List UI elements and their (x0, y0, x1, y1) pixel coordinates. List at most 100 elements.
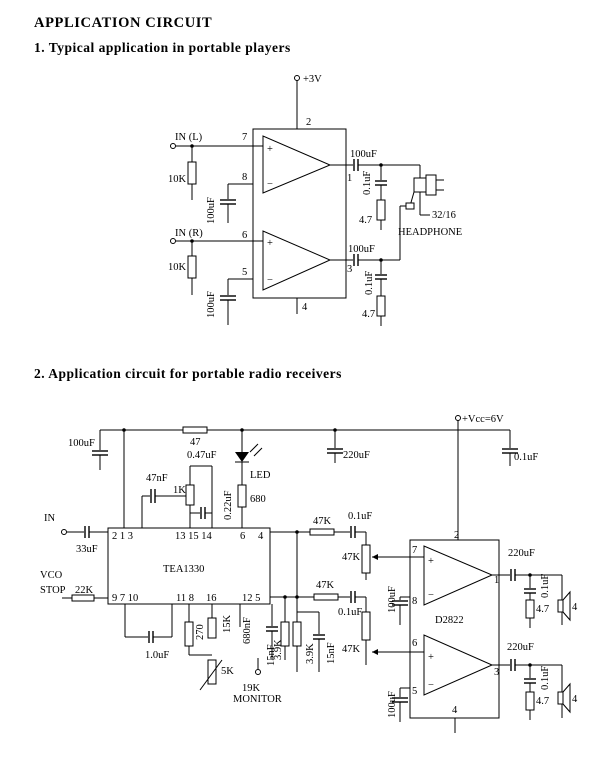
pins-left-bot-label: 9 7 10 (112, 593, 138, 604)
r47k-b-label: 47K (316, 580, 335, 591)
c01-out-bot-label: 0.1uF (540, 666, 551, 690)
spk-top-label: 4 (572, 602, 578, 613)
vcc-label: +Vcc=6V (462, 414, 504, 425)
amp-right-triangle (262, 230, 332, 291)
pin2-label: 2 (306, 117, 311, 128)
c047-label: 0.47uF (187, 450, 217, 461)
r22k-label: 22K (75, 585, 94, 596)
in-label: IN (44, 513, 55, 524)
svg-text:−: − (428, 590, 434, 601)
zobel-r-bot-label: 4.7 (362, 309, 375, 320)
pin6-label: 6 (242, 230, 247, 241)
headphone-label: HEADPHONE (398, 227, 462, 238)
d-p2-label: 2 (454, 530, 459, 541)
c680n-label: 680nF (242, 617, 253, 644)
tea-label: TEA1330 (163, 564, 204, 575)
c01-a-label: 0.1uF (348, 511, 372, 522)
amp-left-triangle (262, 135, 332, 194)
r39k-b-label: 3.9K (305, 643, 316, 664)
r270-label: 270 (195, 624, 206, 640)
svg-text:−: − (428, 680, 434, 691)
pin16-label: 16 (206, 593, 217, 604)
pot-b-label: 47K (342, 644, 361, 655)
pin3-label: 3 (347, 264, 352, 275)
d-p4-label: 4 (452, 705, 458, 716)
page-title: APPLICATION CIRCUIT (34, 15, 212, 31)
res-l-label: 10K (168, 174, 187, 185)
portable-player-circuit: +3V 2 + − + − 4 IN (L) 10K 7 100uF 8 (168, 74, 462, 326)
led-label: LED (250, 470, 271, 481)
section2-heading: 2. Application circuit for portable radi… (34, 366, 342, 381)
pin12-5-label: 12 5 (242, 593, 260, 604)
c100-label: 100uF (68, 438, 95, 449)
pins-left-top-label: 2 1 3 (112, 531, 133, 542)
pin6-tea-label: 6 (240, 531, 245, 542)
c33-label: 33uF (76, 544, 98, 555)
pin5-label: 5 (242, 267, 247, 278)
d-p3-label: 3 (494, 667, 499, 678)
r47-out-top-label: 4.7 (536, 604, 549, 615)
vco-label: VCO (40, 570, 63, 581)
c15k-label: 15K (222, 615, 233, 634)
cap-r-label: 100uF (206, 291, 217, 318)
d-p1-label: 1 (494, 575, 499, 586)
res-r-label: 10K (168, 262, 187, 273)
c100-amp-top-label: 100uF (387, 586, 398, 613)
zobel-r-top-label: 4.7 (359, 215, 372, 226)
pin7-label: 7 (242, 132, 247, 143)
supply-label: +3V (303, 74, 322, 85)
r1k-label: 1K (173, 485, 186, 496)
c01-right-label: 0.1uF (514, 452, 538, 463)
pot-a-label: 47K (342, 552, 361, 563)
out-cap-top-label: 100uF (350, 149, 377, 160)
stop-label: STOP (40, 585, 66, 596)
d2822-label: D2822 (435, 615, 464, 626)
monitor-label: MONITOR (233, 694, 282, 705)
c100-amp-bot-label: 100uF (387, 691, 398, 718)
c220-label: 220uF (343, 450, 370, 461)
c47n-label: 47nF (146, 473, 168, 484)
c01-b-label: 0.1uF (338, 607, 362, 618)
r47k-a-label: 47K (313, 516, 332, 527)
d2822-amp-top (423, 545, 494, 606)
pin1-label: 1 (347, 173, 352, 184)
r39k-a-label: 3.9K (273, 639, 284, 660)
c1u-label: 1.0uF (145, 650, 169, 661)
d-p5-label: 5 (412, 686, 417, 697)
pins-mid-top-label: 13 15 14 (175, 531, 213, 542)
d-p8-label: 8 (412, 596, 417, 607)
r19k-label: 19K (242, 683, 261, 694)
pin11-8-label: 11 8 (176, 593, 194, 604)
d2822-amp-bot (423, 634, 494, 696)
in-r-label: IN (R) (175, 228, 203, 239)
cap-l-label: 100uF (206, 197, 217, 224)
zobel-c-top-label: 0.1uF (362, 171, 373, 195)
c15n-b-label: 15nF (326, 642, 337, 664)
svg-text:+: + (428, 652, 434, 663)
c022-label: 0.22uF (223, 490, 234, 520)
r680-label: 680 (250, 494, 266, 505)
svg-text:−: − (267, 179, 273, 190)
c15n-a-label: 15nF (266, 644, 277, 666)
d-p6-label: 6 (412, 638, 417, 649)
svg-text:−: − (267, 275, 273, 286)
load-label: 32/16 (432, 210, 456, 221)
in-l-label: IN (L) (175, 132, 203, 143)
pin8-label: 8 (242, 172, 247, 183)
zobel-c-bot-label: 0.1uF (364, 271, 375, 295)
spk-bot-label: 4 (572, 694, 578, 705)
c220-out-bot-label: 220uF (507, 642, 534, 653)
amp-ic-body (252, 128, 347, 299)
out-cap-bot-label: 100uF (348, 244, 375, 255)
radio-receiver-circuit: +Vcc=6V 100uF 47 0.47uF LED 680 (40, 414, 578, 733)
pin4-tea-label: 4 (258, 531, 264, 542)
svg-text:+: + (267, 238, 273, 249)
pot5k-label: 5K (221, 666, 234, 677)
svg-text:+: + (267, 144, 273, 155)
section1-heading: 1. Typical application in portable playe… (34, 40, 291, 55)
c220-out-top-label: 220uF (508, 548, 535, 559)
r47-out-bot-label: 4.7 (536, 696, 549, 707)
c01-out-top-label: 0.1uF (540, 574, 551, 598)
pin4-label: 4 (302, 302, 308, 313)
